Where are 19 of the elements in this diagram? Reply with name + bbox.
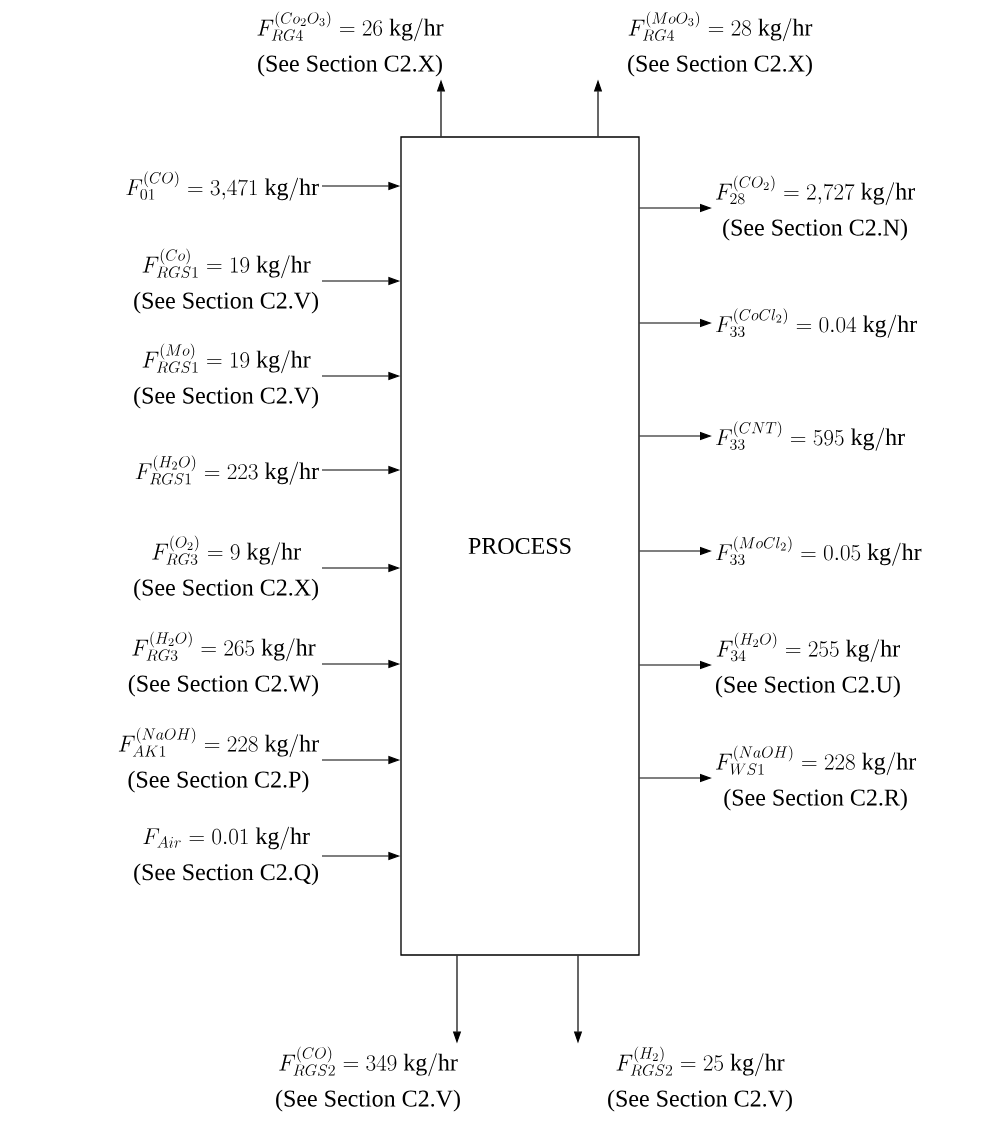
flow-label: $F^{(MoO_3)}_{RG4} = 28\ \mathrm{kg/hr}$ (See Section C2.X) <box>628 11 813 77</box>
flow-label: $F^{(CoCl_2)}_{33} = 0.04\ \mathrm{kg/hr}$ <box>716 308 917 338</box>
flow-label: $F^{(CO)}_{RGS2} = 349\ \mathrm{kg/hr}$ (See Section C2.V) <box>276 1046 460 1112</box>
flow-label: $F^{(Mo)}_{RGS1} = 19\ \mathrm{kg/hr}$ (See Section C2.V) <box>134 343 319 409</box>
flow-label: $F^{(H_2O)}_{RGS1} = 223\ \mathrm{kg/hr}$ <box>135 455 319 485</box>
flow-label: $F^{(O_2)}_{RG3} = 9\ \mathrm{kg/hr}$ (See Section C2.X) <box>134 535 319 601</box>
flow-label: $F^{(Co)}_{RGS1} = 19\ \mathrm{kg/hr}$ (See Section C2.V) <box>134 248 319 314</box>
flow-label: $F^{(CO_2)}_{28} = 2{,}727\ \mathrm{kg/hr}$ (See Section C2.N) <box>716 175 915 241</box>
flow-label: $F^{(NaOH)}_{WS1} = 228\ \mathrm{kg/hr}$ (See Section C2.R) <box>716 745 916 811</box>
flow-label: $F^{(CO)}_{01} = 3{,}471\ \mathrm{kg/hr}$ <box>126 171 319 201</box>
flow-label: $F^{(H_2O)}_{34} = 255\ \mathrm{kg/hr}$ (See Section C2.U) <box>716 632 900 698</box>
flow-label: $F^{(H_2)}_{RGS2} = 25\ \mathrm{kg/hr}$ (See Section C2.V) <box>608 1046 792 1112</box>
process-box: PROCESS <box>400 136 640 956</box>
flow-label: $F_{Air} = 0.01\ \mathrm{kg/hr}$ (See Section C2.Q) <box>134 826 319 886</box>
flow-label: $F^{(H_2O)}_{RG3} = 265\ \mathrm{kg/hr}$ (See Section C2.W) <box>128 631 319 697</box>
flow-label: $F^{(MoCl_2)}_{33} = 0.05\ \mathrm{kg/hr}$ <box>716 536 922 566</box>
flow-label: $F^{(NaOH)}_{AK1} = 228\ \mathrm{kg/hr}$ (See Section C2.P) <box>118 727 319 793</box>
flow-label: $F^{(CNT)}_{33} = 595\ \mathrm{kg/hr}$ <box>716 421 905 451</box>
flow-label: $F^{(Co_2O_3)}_{RG4} = 26\ \mathrm{kg/hr}$ (See Section C2.X) <box>257 11 444 77</box>
